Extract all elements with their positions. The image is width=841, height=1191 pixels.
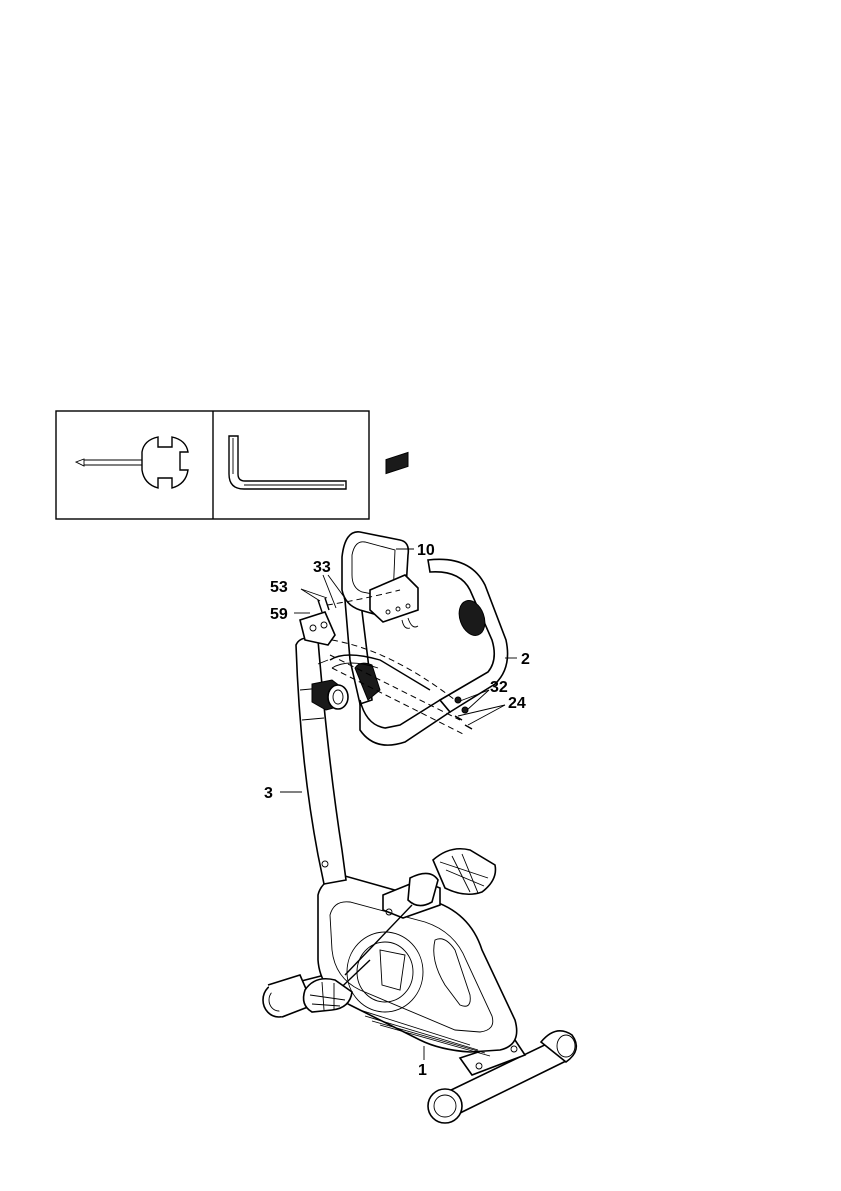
console bbox=[342, 452, 418, 628]
bracket-59 bbox=[300, 612, 335, 645]
callout-53: 53 bbox=[270, 579, 288, 596]
combination-wrench-icon bbox=[76, 437, 188, 488]
callout-24: 24 bbox=[508, 695, 526, 712]
callout-33: 33 bbox=[313, 559, 331, 576]
bolts-24 bbox=[455, 716, 472, 729]
callout-59: 59 bbox=[270, 606, 288, 623]
allen-key-icon bbox=[229, 436, 346, 489]
callout-2: 2 bbox=[521, 651, 530, 668]
callout-10: 10 bbox=[417, 542, 435, 559]
callout-3: 3 bbox=[264, 785, 273, 802]
callout-1: 1 bbox=[418, 1062, 427, 1079]
handlebar-post bbox=[296, 638, 348, 884]
callout-32: 32 bbox=[490, 679, 508, 696]
